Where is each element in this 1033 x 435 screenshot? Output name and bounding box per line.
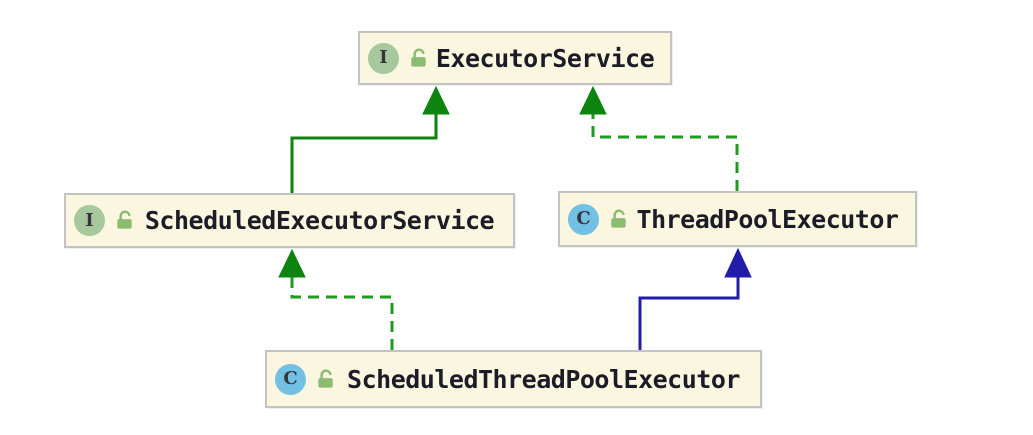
implements-arrowhead-icon	[579, 85, 607, 115]
node-icons: I	[74, 205, 136, 236]
interface-badge-icon: I	[74, 205, 105, 236]
class-badge-icon: C	[275, 363, 306, 395]
node-label: ScheduledExecutorService	[144, 206, 495, 235]
node-icons: C	[275, 363, 337, 395]
node-label: ScheduledThreadPoolExecutor	[347, 364, 740, 394]
uml-node-scheduled-thread-pool-executor[interactable]: C ScheduledThreadPoolExecutor	[265, 350, 762, 408]
unlocked-icon	[411, 48, 426, 67]
unlocked-icon	[117, 210, 132, 229]
node-label: ThreadPoolExecutor	[636, 204, 899, 234]
node-icons: I	[368, 42, 430, 74]
implements-arrowhead-icon	[278, 248, 306, 278]
extends-arrowhead-icon	[724, 247, 752, 278]
edge-scheduledthreadpoolexecutor-extends-threadpoolexecutor[interactable]	[638, 247, 752, 350]
edge-scheduledthreadpoolexecutor-implements-scheduledexecutorservice[interactable]	[278, 248, 394, 350]
unlocked-icon	[318, 369, 333, 388]
unlocked-icon	[611, 209, 626, 228]
edge-scheduledexecutorservice-extends-executorservice[interactable]	[290, 85, 450, 193]
class-badge-icon: C	[568, 203, 599, 235]
uml-node-thread-pool-executor[interactable]: C ThreadPoolExecutor	[558, 191, 917, 247]
uml-node-scheduled-executor-service[interactable]: I ScheduledExecutorService	[64, 193, 515, 248]
extends-arrowhead-icon	[422, 85, 450, 115]
node-label: ExecutorService	[435, 43, 655, 73]
uml-node-executor-service[interactable]: I ExecutorService	[358, 31, 672, 85]
interface-badge-icon: I	[368, 42, 399, 74]
node-icons: C	[568, 203, 630, 235]
edge-threadpoolexecutor-implements-executorservice[interactable]	[579, 85, 739, 191]
